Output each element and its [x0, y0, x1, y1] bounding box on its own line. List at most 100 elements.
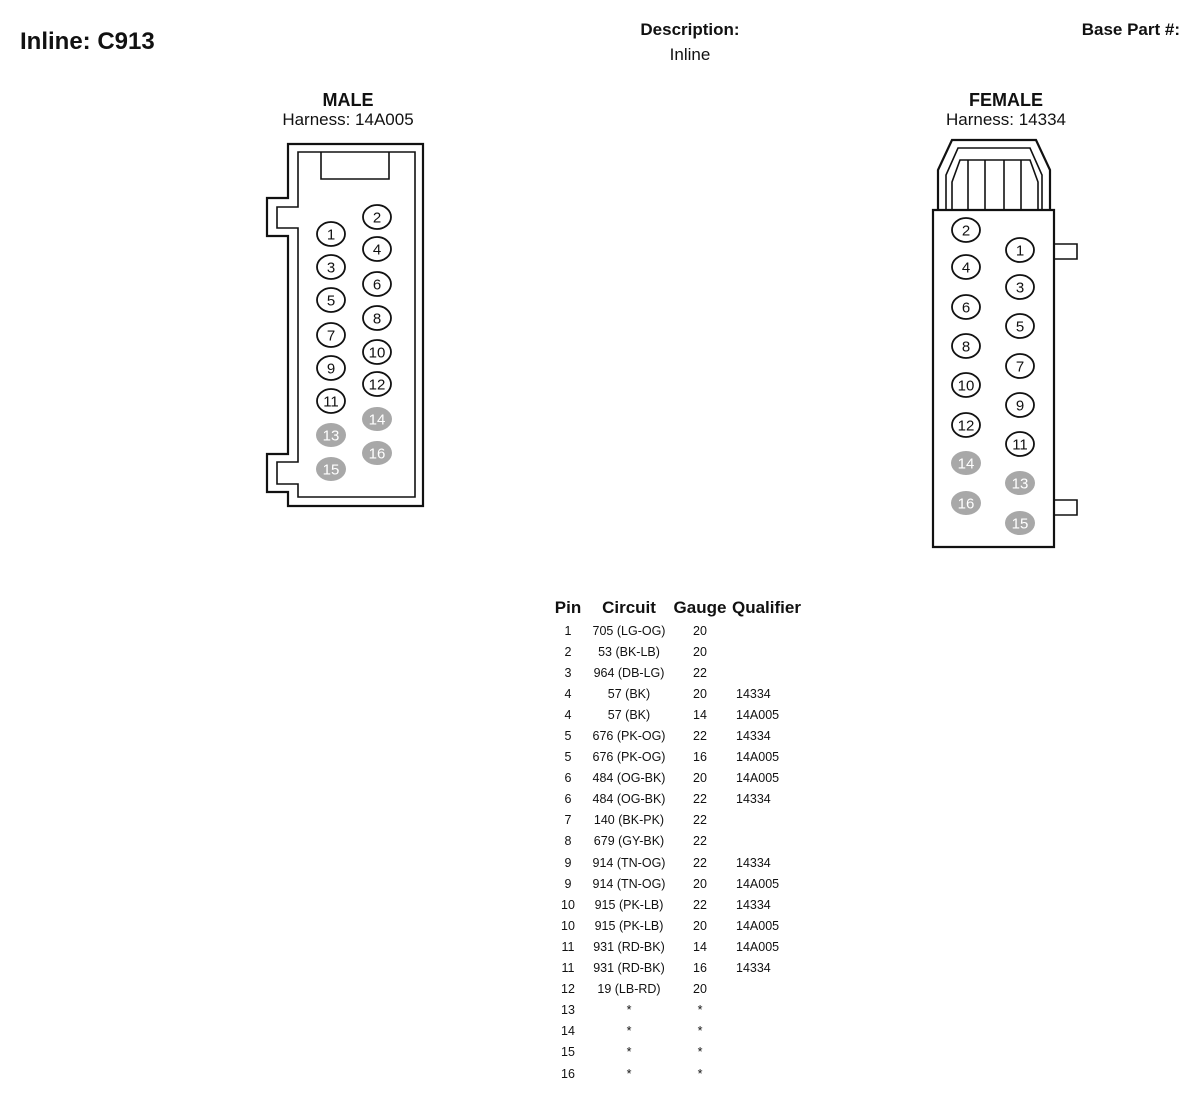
circuit-cell: 57 (BK)	[607, 707, 651, 722]
male-pin-10: 10	[362, 339, 392, 365]
female-pin-label: 7	[1016, 359, 1024, 376]
base-part-label: Base Part #:	[1081, 20, 1180, 39]
female-pin-12: 12	[951, 412, 981, 438]
male-pin-label: 5	[327, 293, 335, 310]
female-pin-label: 1	[1016, 243, 1024, 260]
male-pin-2: 2	[362, 204, 392, 230]
qualifier-cell	[730, 1063, 812, 1084]
gauge-cell: 20	[693, 623, 707, 638]
circuit-cell: 931 (RD-BK)	[593, 939, 665, 954]
pin-cell: 10	[561, 918, 575, 933]
pin-cell: 9	[564, 876, 572, 891]
gauge-cell: 20	[693, 982, 707, 997]
gauge-cell: *	[697, 1045, 703, 1060]
female-pin-4: 4	[951, 254, 981, 280]
circuit-cell: 19 (LB-RD)	[597, 982, 661, 997]
pin-cell: 1	[564, 623, 572, 638]
male-pin-14: 14	[362, 407, 392, 431]
male-pin-8: 8	[362, 305, 392, 331]
qualifier-cell: 14334	[736, 897, 771, 912]
gauge-cell: 16	[693, 750, 707, 765]
gauge-cell: *	[697, 1066, 703, 1081]
gauge-cell: 20	[693, 876, 707, 891]
female-pin-9: 9	[1005, 392, 1035, 418]
female-pin-14: 14	[951, 451, 981, 475]
female-pin-16: 16	[951, 491, 981, 515]
circuit-cell: 140 (BK-PK)	[593, 813, 665, 828]
gauge-cell: 22	[693, 834, 707, 849]
gauge-cell: *	[697, 1024, 703, 1039]
female-pin-10: 10	[951, 372, 981, 398]
qualifier-header: Qualifier	[732, 598, 801, 617]
table-row: 14**	[548, 1021, 812, 1042]
female-connector-body	[931, 138, 1078, 549]
gauge-cell: 22	[693, 792, 707, 807]
male-pin-label: 12	[369, 377, 386, 394]
pin-cell: 5	[564, 729, 572, 744]
male-pin-label: 8	[373, 311, 381, 328]
female-pin-5: 5	[1005, 313, 1035, 339]
qualifier-cell: 14334	[736, 961, 771, 976]
circuit-cell: *	[626, 1003, 632, 1018]
female-pin-label: 9	[1016, 398, 1024, 415]
male-pin-label: 9	[327, 361, 335, 378]
pin-cell: 13	[561, 1003, 575, 1018]
description-value: Inline	[669, 45, 711, 64]
female-heading: FEMALE	[969, 90, 1043, 110]
male-heading: MALE	[322, 90, 374, 110]
table-row: 15**	[548, 1042, 812, 1063]
qualifier-cell: 14A005	[736, 918, 780, 933]
gauge-cell: 20	[693, 771, 707, 786]
gauge-cell: 22	[693, 855, 707, 870]
female-pin-1: 1	[1005, 237, 1035, 263]
pin-cell: 6	[564, 771, 572, 786]
male-pin-label: 14	[369, 412, 386, 429]
pin-cell: 8	[564, 834, 572, 849]
qualifier-cell: 14334	[736, 792, 771, 807]
female-pin-2: 2	[951, 217, 981, 243]
female-pin-13: 13	[1005, 471, 1035, 495]
pin-cell: 11	[561, 961, 575, 976]
pin-cell: 6	[564, 792, 572, 807]
female-pin-label: 14	[958, 456, 975, 473]
qualifier-cell	[730, 1000, 812, 1021]
male-connector-body	[265, 142, 425, 508]
pin-cell: 9	[564, 855, 572, 870]
pin-header: Pin	[554, 598, 582, 617]
table-row: 6 484 (OG-BK) 22 14334	[548, 789, 812, 810]
male-pin-label: 6	[373, 277, 381, 294]
circuit-cell: 484 (OG-BK)	[592, 792, 666, 807]
pin-cell: 7	[564, 813, 572, 828]
female-pin-label: 2	[962, 223, 970, 240]
male-pin-13: 13	[316, 423, 346, 447]
circuit-cell: 915 (PK-LB)	[594, 897, 664, 912]
male-pin-label: 7	[327, 328, 335, 345]
qualifier-cell	[730, 641, 812, 662]
qualifier-cell	[730, 979, 812, 1000]
connector-title: Inline: C913	[20, 28, 155, 55]
female-pin-label: 8	[962, 339, 970, 356]
qualifier-cell: 14A005	[736, 771, 780, 786]
description-label: Description:	[640, 20, 740, 39]
pin-cell: 15	[561, 1045, 575, 1060]
pin-cell: 16	[561, 1066, 575, 1081]
circuit-cell: *	[626, 1066, 632, 1081]
qualifier-cell	[730, 810, 812, 831]
gauge-cell: 22	[693, 665, 707, 680]
female-pin-label: 3	[1016, 280, 1024, 297]
male-pin-label: 16	[369, 446, 386, 463]
qualifier-cell	[730, 662, 812, 683]
female-harness: Harness: 14334	[945, 110, 1067, 129]
circuit-header: Circuit	[602, 598, 656, 617]
male-pin-16: 16	[362, 441, 392, 465]
gauge-cell: 22	[693, 897, 707, 912]
male-pin-15: 15	[316, 457, 346, 481]
